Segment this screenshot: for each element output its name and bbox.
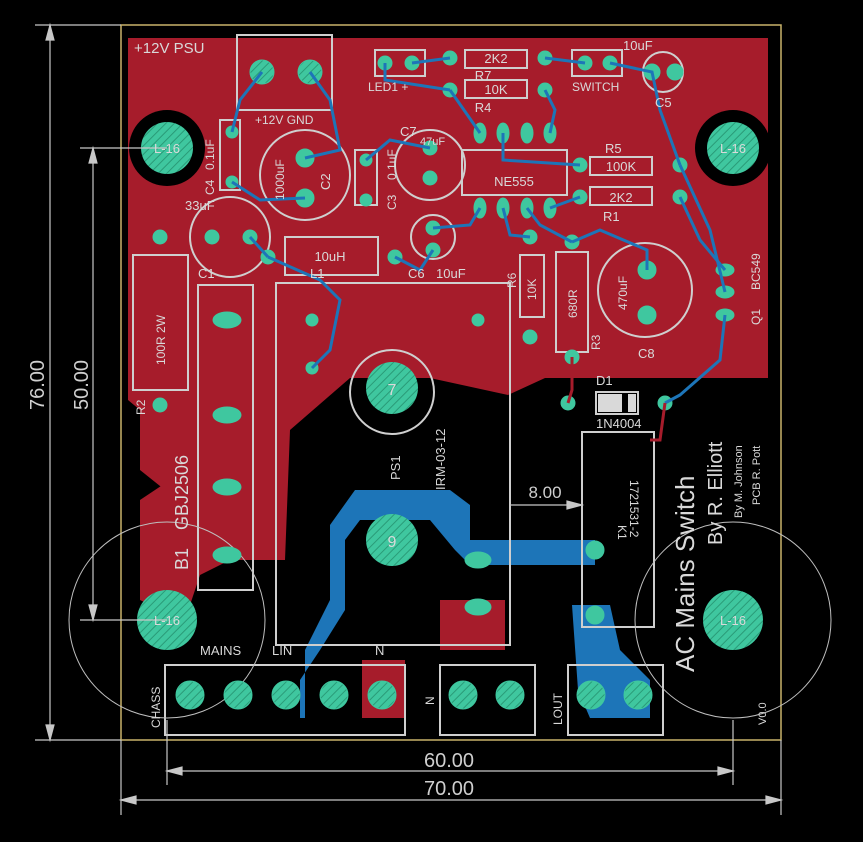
c3-designator: C3 <box>385 194 399 210</box>
r5-designator: R5 <box>605 141 622 156</box>
board-author: By R. Elliott <box>705 441 727 545</box>
ps1-pin7: 7 <box>388 382 397 399</box>
label-n1: N <box>375 643 384 658</box>
mounting-holes <box>129 110 771 650</box>
c4-designator: C4 <box>203 179 217 195</box>
c3-value: 0.1uF <box>385 149 399 180</box>
silkscreen-outlines <box>132 34 693 736</box>
dim-gap: 8.00 <box>528 483 561 502</box>
label-mains: MAINS <box>200 643 242 658</box>
dim-height-inner: 50.00 <box>71 360 93 410</box>
dim-width-inner: 60.00 <box>424 750 474 772</box>
signal-traces <box>230 56 727 405</box>
l1-value: 10uH <box>314 249 345 264</box>
r6-designator: R6 <box>505 272 519 288</box>
top-copper-pour-lower <box>362 600 505 718</box>
diode-body <box>598 394 636 412</box>
d1-designator: D1 <box>596 373 613 388</box>
mount-label-bl: L-16 <box>154 613 180 628</box>
c2-designator: C2 <box>318 173 333 190</box>
c8-designator: C8 <box>638 346 655 361</box>
r5-value: 100K <box>606 159 637 174</box>
board-version: V0.0 <box>757 702 769 725</box>
mounting-clearance <box>68 521 832 719</box>
r1-designator: R1 <box>603 209 620 224</box>
label-chass: CHASS <box>149 687 163 728</box>
k1-designator: K1 <box>615 525 629 540</box>
r2-value: 100R 2W <box>154 314 168 365</box>
dimension-lines <box>35 22 784 815</box>
dim-height-outer: 76.00 <box>27 360 49 410</box>
c5-designator: C5 <box>655 95 672 110</box>
label-led1: LED1 + <box>368 80 408 94</box>
label-lin: LIN <box>272 643 292 658</box>
r4-designator: R4 <box>475 100 492 115</box>
top-traces <box>566 357 667 442</box>
label-gnd: +12V GND <box>255 113 314 127</box>
c5-value: 10uF <box>623 38 653 53</box>
c4-value: 0.1uF <box>203 139 217 170</box>
mount-label-br: L-16 <box>720 613 746 628</box>
component-pads <box>152 50 735 710</box>
top-copper-left <box>140 470 195 610</box>
ps1-pin9: 9 <box>388 534 397 551</box>
r3-value: 680R <box>566 289 580 318</box>
mount-label-tr: L-16 <box>720 141 746 156</box>
b1-value: GBJ2506 <box>172 455 192 530</box>
label-lout: LOUT <box>551 692 565 725</box>
b1-designator: B1 <box>172 548 192 570</box>
r7-value: 2K2 <box>484 51 507 66</box>
r6-value: 10K <box>525 279 539 300</box>
dim-width-outer: 70.00 <box>424 778 474 800</box>
c7-designator: C7 <box>400 124 417 139</box>
diode-band <box>622 394 628 412</box>
r1-value: 2K2 <box>609 190 632 205</box>
ps1-designator: PS1 <box>388 455 403 480</box>
r4-value: 10K <box>484 82 507 97</box>
board-designer: By M. Johnson <box>733 445 745 518</box>
bottom-copper-lin <box>275 490 595 718</box>
mount-label-tl: L-16 <box>154 141 180 156</box>
ic-label: NE555 <box>494 174 534 189</box>
r7-designator: R7 <box>475 68 492 83</box>
label-switch: SWITCH <box>572 80 619 94</box>
k1-value: 1721531-2 <box>627 480 641 538</box>
l1-designator: L1 <box>310 266 324 281</box>
c1-designator: C1 <box>198 266 215 281</box>
label-n2: N <box>423 696 437 705</box>
ps1-value: IRM-03-12 <box>433 429 448 490</box>
c8-value: 470uF <box>616 276 630 310</box>
r3-designator: R3 <box>589 334 603 350</box>
top-copper-pour <box>128 38 768 620</box>
q1-designator: Q1 <box>749 309 763 325</box>
c7-value: 47uF <box>420 136 445 148</box>
q1-value: BC549 <box>749 253 763 290</box>
board-outline <box>120 24 782 741</box>
board-title: AC Mains Switch <box>670 476 700 673</box>
c1-value: 33uF <box>185 198 215 213</box>
d1-value: 1N4004 <box>596 416 642 431</box>
c2-value: 1000uF <box>273 159 287 200</box>
r2-designator: R2 <box>134 399 148 415</box>
c6-designator: C6 <box>408 266 425 281</box>
board-pcb: PCB R. Pott <box>751 446 763 505</box>
c6-value: 10uF <box>436 266 466 281</box>
label-psu: +12V PSU <box>134 40 204 57</box>
